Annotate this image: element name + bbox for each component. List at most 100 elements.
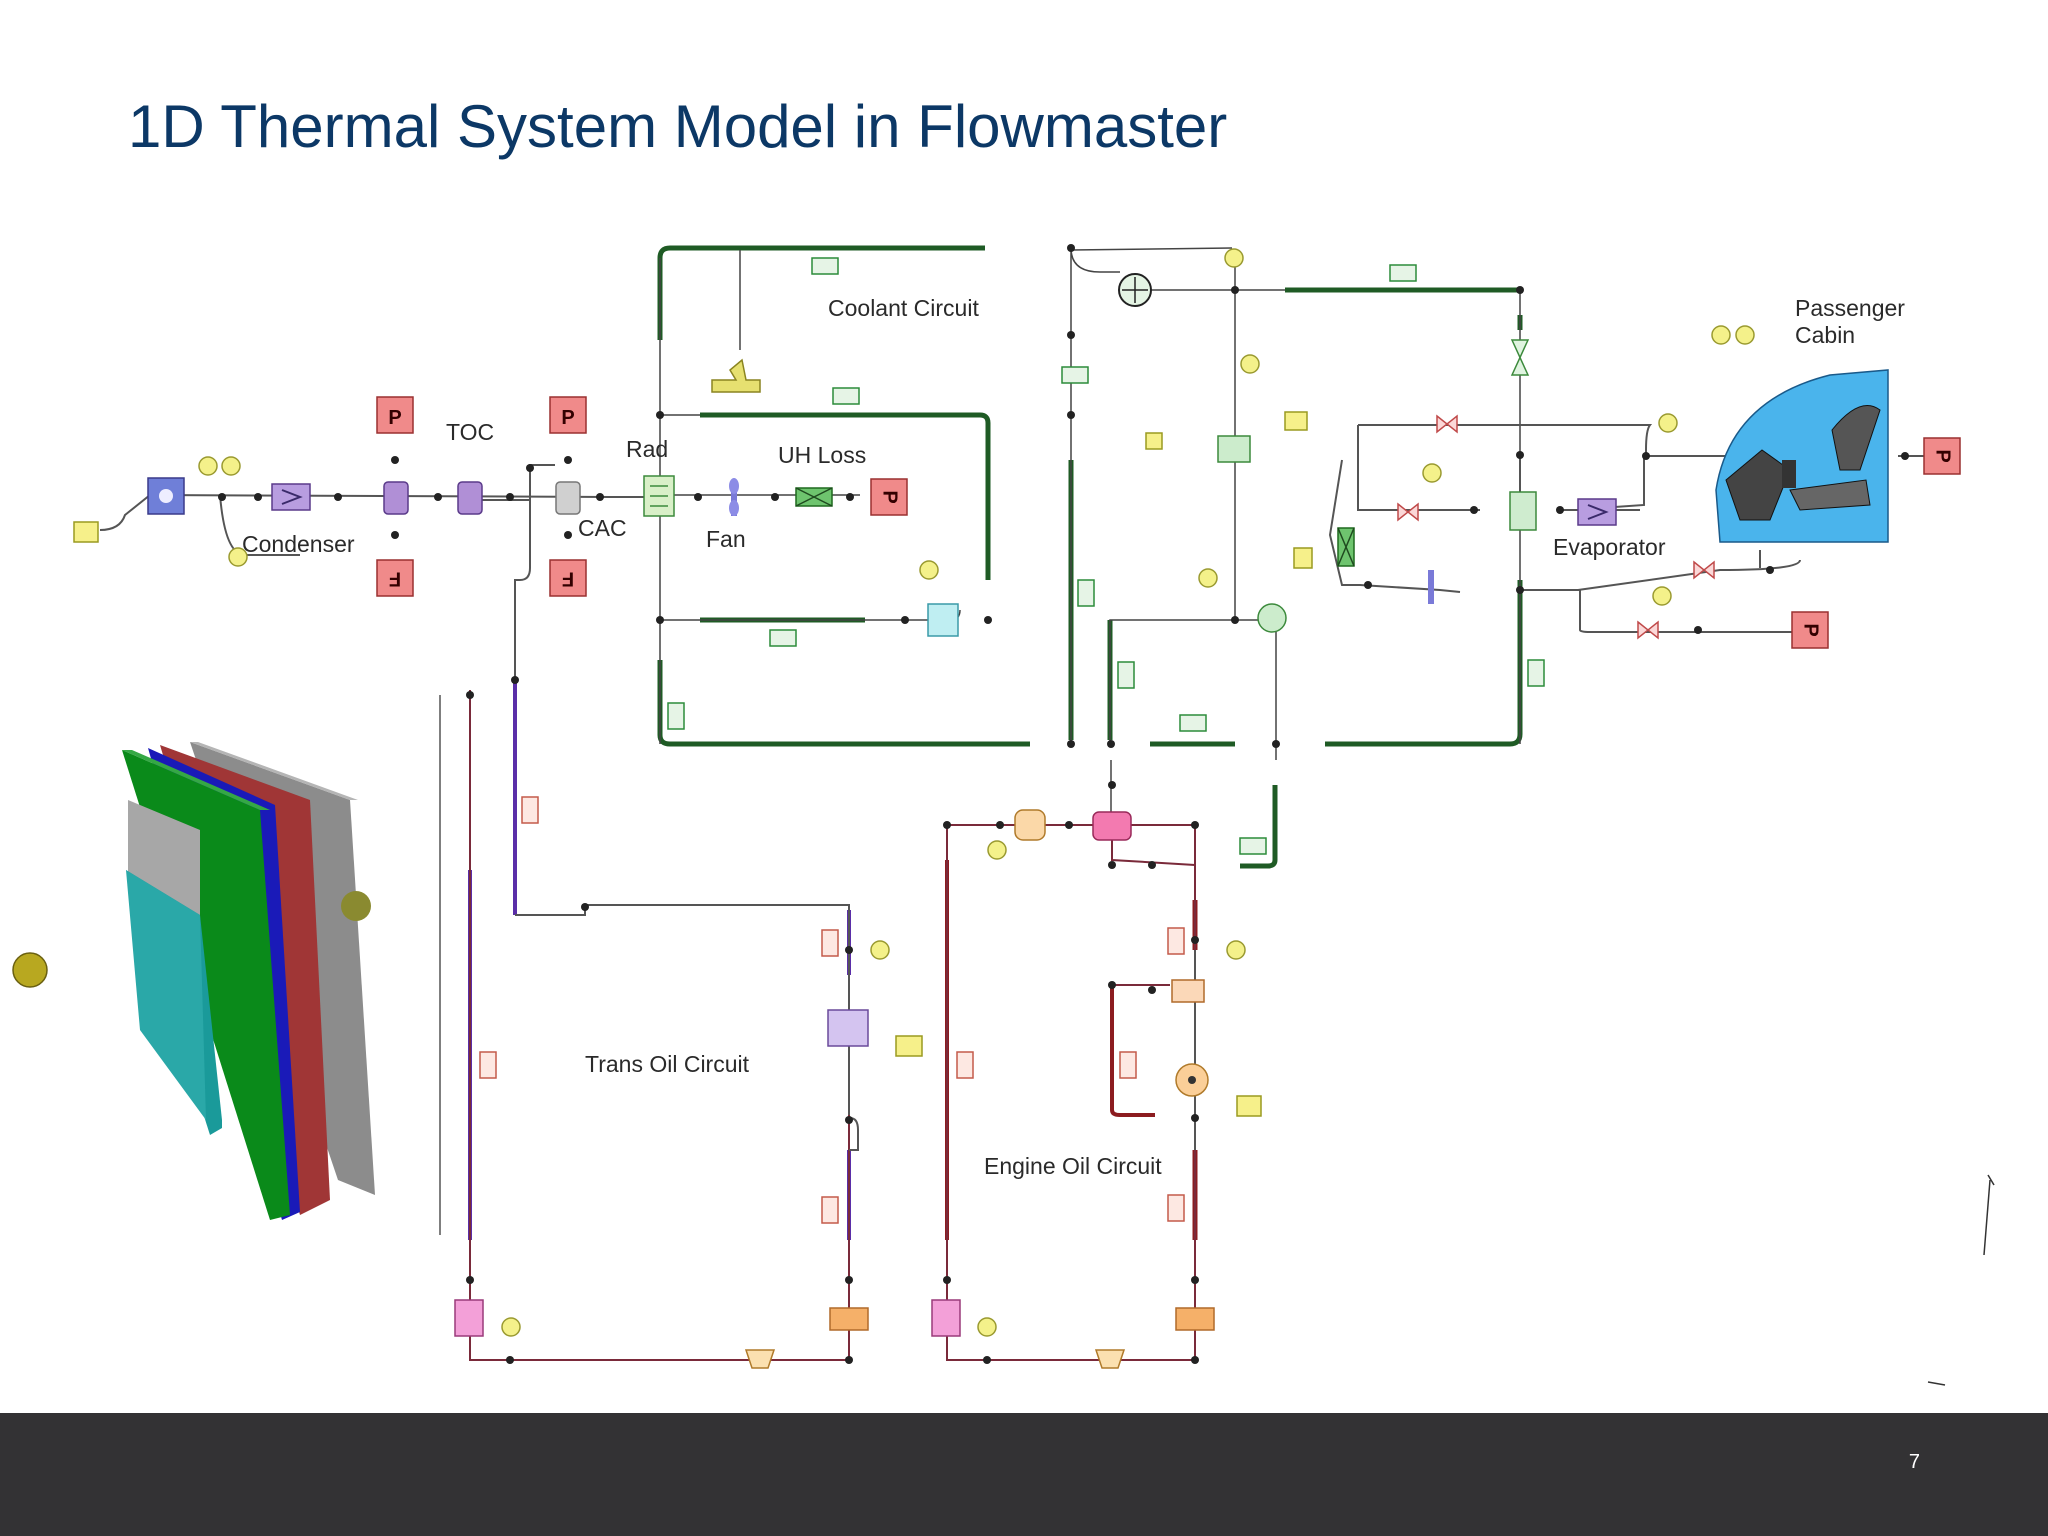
pipe-tag: [1179, 714, 1207, 732]
stray-marks: [1927, 1174, 1995, 1386]
engine-oil-pump: [1094, 1349, 1126, 1369]
gauge-icon: [1735, 325, 1755, 345]
gauge-icon: [977, 1317, 997, 1337]
pipe-tag: [1119, 1051, 1137, 1079]
controller-tags: [895, 411, 1313, 1117]
engine-oil-pipes: [945, 824, 1198, 1361]
gauge-icon: [987, 840, 1007, 860]
gauge-icon: [198, 456, 218, 476]
pressure-boundary-cabin: P: [1923, 437, 1961, 475]
fan-component: [729, 478, 739, 516]
gauge-icon: [228, 547, 248, 567]
coolant-thin-lines: [659, 247, 1521, 820]
gauge-icon: [1224, 248, 1244, 268]
gauge-icon: [221, 456, 241, 476]
pipe-tag: [956, 1051, 974, 1079]
passenger-cabin-label-line2: Cabin: [1795, 322, 1855, 348]
pipe-tag: [1061, 366, 1089, 384]
pipe-tag: [1117, 661, 1135, 689]
svg-text:P: P: [1800, 623, 1822, 636]
thermostat-component: [711, 358, 761, 393]
gauge-icon: [1658, 413, 1678, 433]
svg-text:P: P: [1932, 449, 1954, 462]
cac-label: CAC: [578, 515, 627, 541]
toc-label: TOC: [446, 419, 494, 445]
condenser-component: [271, 483, 311, 511]
evaporator-component: [1577, 498, 1617, 526]
coolant-pump-component: [1257, 603, 1287, 633]
gauge-icon: [919, 560, 939, 580]
pipe-tag: [821, 1196, 839, 1224]
heat-exchanger-stack-3d: [122, 742, 375, 1220]
gauge-icons: [198, 248, 1755, 1337]
gauge-icon: [1198, 568, 1218, 588]
coolant-valve-component: [1510, 339, 1530, 376]
toc-heat-exchanger-2: [457, 481, 483, 515]
pipe-tag: [479, 1051, 497, 1079]
slide-footer: 7: [0, 1413, 2048, 1536]
trans-oil-pump: [744, 1349, 776, 1369]
gauge-icon: [1226, 940, 1246, 960]
blue-air-source: [147, 477, 185, 515]
expansion-tank-component: [927, 603, 959, 637]
slide-title: 1D Thermal System Model in Flowmaster: [128, 93, 1228, 160]
cabin-fan-component: [1428, 570, 1434, 604]
gauge-icon: [1711, 325, 1731, 345]
trans-oil-pipes: [439, 680, 859, 1361]
engine-block-component: [1217, 435, 1251, 463]
toc-heat-exchanger-1: [383, 481, 409, 515]
fan-label: Fan: [706, 526, 746, 552]
pipe-tag: [1239, 837, 1267, 855]
engine-oil-circuit-label: Engine Oil Circuit: [984, 1153, 1162, 1179]
gauge-icon: [1240, 354, 1260, 374]
flow-boundary-condenser: F: [376, 559, 414, 597]
flow-boundary-cac: F: [549, 559, 587, 597]
trans-oil-heater: [454, 1299, 484, 1337]
refrigerant-lines: [99, 424, 1930, 915]
pressure-boundary-uh-loss: P: [870, 478, 908, 516]
pressure-boundary-evaporator: P: [1791, 611, 1829, 649]
pipe-tag: [821, 929, 839, 957]
inlet-marker-spheres: [12, 891, 371, 988]
oil-pipe-tags: [479, 796, 1185, 1224]
engine-oil-filter: [1014, 809, 1046, 841]
svg-text:F: F: [562, 568, 574, 590]
heater-core-component: [1337, 527, 1355, 567]
expansion-valve: [1397, 414, 1715, 640]
air-inlet-boundary: [73, 521, 99, 543]
engine-oil-gallery: [1171, 979, 1205, 1003]
passenger-cabin-label-line1: Passenger: [1795, 295, 1905, 321]
gauge-icon: [1422, 463, 1442, 483]
gauge-icon: [501, 1317, 521, 1337]
svg-text:P: P: [561, 407, 574, 429]
trans-oil-sump: [829, 1307, 869, 1331]
pipe-tag: [1527, 659, 1545, 687]
coolant-circuit-label: Coolant Circuit: [828, 295, 979, 321]
gauge-icon: [1652, 586, 1672, 606]
pipe-tag: [521, 796, 539, 824]
pipe-tag: [811, 257, 839, 275]
svg-text:P: P: [388, 407, 401, 429]
pipe-tags: [667, 257, 1545, 855]
pressure-boundary-condenser: P: [376, 396, 414, 434]
engine-oil-cooler: [1092, 811, 1132, 841]
pipe-tag: [832, 387, 860, 405]
evaporator-heat-exchanger: [1509, 491, 1537, 531]
coolant-circuit-pipes: [657, 245, 1523, 869]
pipe-tag: [1167, 927, 1185, 955]
condenser-label: Condenser: [242, 531, 355, 557]
svg-text:F: F: [389, 568, 401, 590]
trans-oil-circuit-label: Trans Oil Circuit: [585, 1051, 750, 1077]
radiator-component: [643, 475, 675, 517]
thermal-system-diagram: P F P F P P P: [12, 244, 1995, 1386]
engine-oil-pump-rotor: [1175, 1063, 1209, 1097]
svg-text:P: P: [879, 490, 901, 503]
engine-oil-heater: [931, 1299, 961, 1337]
water-pump-component: [1118, 273, 1152, 307]
trans-oil-cooler: [827, 1009, 869, 1047]
pipe-tag: [1389, 264, 1417, 282]
cac-heat-exchanger: [555, 481, 581, 515]
engine-oil-sump: [1175, 1307, 1215, 1331]
gauge-icon: [870, 940, 890, 960]
rad-label: Rad: [626, 436, 668, 462]
